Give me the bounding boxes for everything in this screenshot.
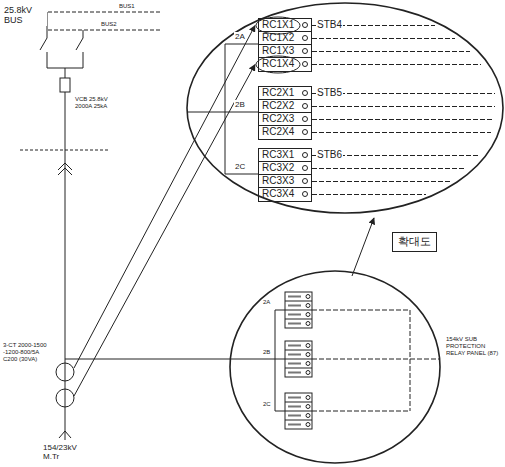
strip-label: STB4 [316, 19, 343, 31]
terminal-label: RC1X1 [262, 19, 294, 31]
outgoing-wires [312, 26, 495, 195]
disconnect-switch [40, 38, 47, 50]
terminal-dot [302, 48, 308, 54]
wire [83, 30, 84, 38]
terminal-cell: RC1X4 [259, 58, 311, 71]
annotation-label: 25.8kV BUS [3, 5, 47, 26]
ct-symbol [56, 389, 74, 407]
wire [83, 52, 84, 68]
terminal-label: RC2X3 [262, 113, 294, 125]
terminal-dot [302, 22, 308, 28]
terminal-dot [302, 165, 308, 171]
main-conductor [65, 92, 66, 440]
annotation-label: BUS1 [118, 3, 136, 10]
magnify-circle [230, 271, 440, 463]
pointer-arrow [74, 26, 255, 369]
bus-line [48, 12, 160, 13]
annotation-label: 3-CT 2000-1500 -1200-800/5A C200 (30VA) [2, 342, 54, 363]
terminal-cell: RC3X1 [259, 149, 311, 162]
terminal-label: RC3X1 [262, 149, 294, 161]
magnify-circle [187, 3, 503, 213]
annotation-label: BUS2 [100, 21, 118, 28]
bracket-wire [275, 310, 285, 411]
illegible-marks [288, 346, 301, 373]
boundary-line [20, 150, 110, 151]
terminal-cell: RC3X2 [259, 162, 311, 175]
terminal-label: RC3X3 [262, 175, 294, 187]
strip-label: STB6 [316, 149, 343, 161]
drawout-chevron [58, 168, 72, 175]
annotation-label: VCB 25.8kV 2000A 25kA [74, 96, 118, 110]
terminal-cell: RC1X1 [259, 19, 311, 32]
terminal-dot [302, 129, 308, 135]
terminal-cell: RC1X3 [259, 45, 311, 58]
wire [225, 44, 258, 45]
wire [65, 68, 66, 78]
small-terminal-strip [285, 292, 312, 328]
terminal-label: RC2X2 [262, 100, 294, 112]
illegible-marks [288, 297, 301, 324]
wire [47, 52, 48, 68]
terminal-dots [306, 396, 310, 427]
annotation-label: 2C [262, 401, 272, 408]
ct-symbol [56, 363, 74, 381]
terminal-dot [302, 90, 308, 96]
terminal-label: RC1X2 [262, 32, 294, 44]
terminal-dot [302, 103, 308, 109]
disconnect-switch [76, 38, 83, 50]
terminal-cell: RC2X4 [259, 126, 311, 139]
outgoing-wires [312, 310, 440, 411]
annotation-label: 2B [262, 349, 271, 356]
small-terminal-strip [285, 393, 312, 429]
terminal-cell: RC2X3 [259, 113, 311, 126]
wire [188, 112, 225, 113]
illegible-marks [288, 398, 301, 425]
terminal-label: RC2X4 [262, 126, 294, 138]
terminal-dot [302, 191, 308, 197]
terminal-strip: STB5RC2X1RC2X2RC2X3RC2X4 [258, 86, 312, 140]
terminal-label: RC3X4 [262, 188, 294, 200]
pointer-arrow [74, 65, 255, 397]
terminal-label: RC3X2 [262, 162, 294, 174]
terminal-label: RC1X3 [262, 45, 294, 57]
terminal-strip: STB4RC1X1RC1X2RC1X3RC1X4 [258, 18, 312, 72]
breaker-symbol [60, 78, 70, 92]
drawout-chevron [58, 163, 72, 170]
terminal-label: RC2X1 [262, 87, 294, 99]
ct-wire [65, 359, 275, 360]
terminal-dot [302, 35, 308, 41]
wire [225, 174, 258, 175]
annotation-label: 2A [234, 32, 246, 41]
bracket-wire [225, 44, 226, 174]
terminal-cell: RC2X1 [259, 87, 311, 100]
source-arrow [59, 431, 71, 438]
strip-label: STB5 [316, 87, 343, 99]
callout-text: 확대도 [398, 235, 431, 248]
annotation-label: 2A [262, 299, 271, 306]
terminal-cell: RC2X2 [259, 100, 311, 113]
terminal-dot [302, 152, 308, 158]
magnify-pointer [352, 218, 374, 276]
terminal-dot [302, 116, 308, 122]
terminal-strip: STB6RC3X1RC3X2RC3X3RC3X4 [258, 148, 312, 202]
bus-line [48, 30, 160, 31]
annotation-label: 154kV SUB PROTECTION RELAY PANEL (87) [445, 336, 505, 357]
wire [225, 112, 258, 113]
terminal-dots [306, 344, 310, 375]
highlight-oval [256, 56, 300, 73]
terminal-dot [302, 61, 308, 67]
annotation-label: 2C [234, 162, 246, 171]
callout-box: 확대도 [392, 232, 437, 252]
terminal-cell: RC3X4 [259, 188, 311, 201]
terminal-dots [306, 295, 310, 326]
annotation-label: 154/23kV M.Tr [42, 443, 94, 461]
terminal-cell: RC3X3 [259, 175, 311, 188]
terminal-dot [302, 178, 308, 184]
small-terminal-strip [285, 341, 312, 377]
terminal-label: RC1X4 [262, 58, 294, 70]
terminal-cell: RC1X2 [259, 32, 311, 45]
annotation-label: 2B [234, 100, 246, 109]
